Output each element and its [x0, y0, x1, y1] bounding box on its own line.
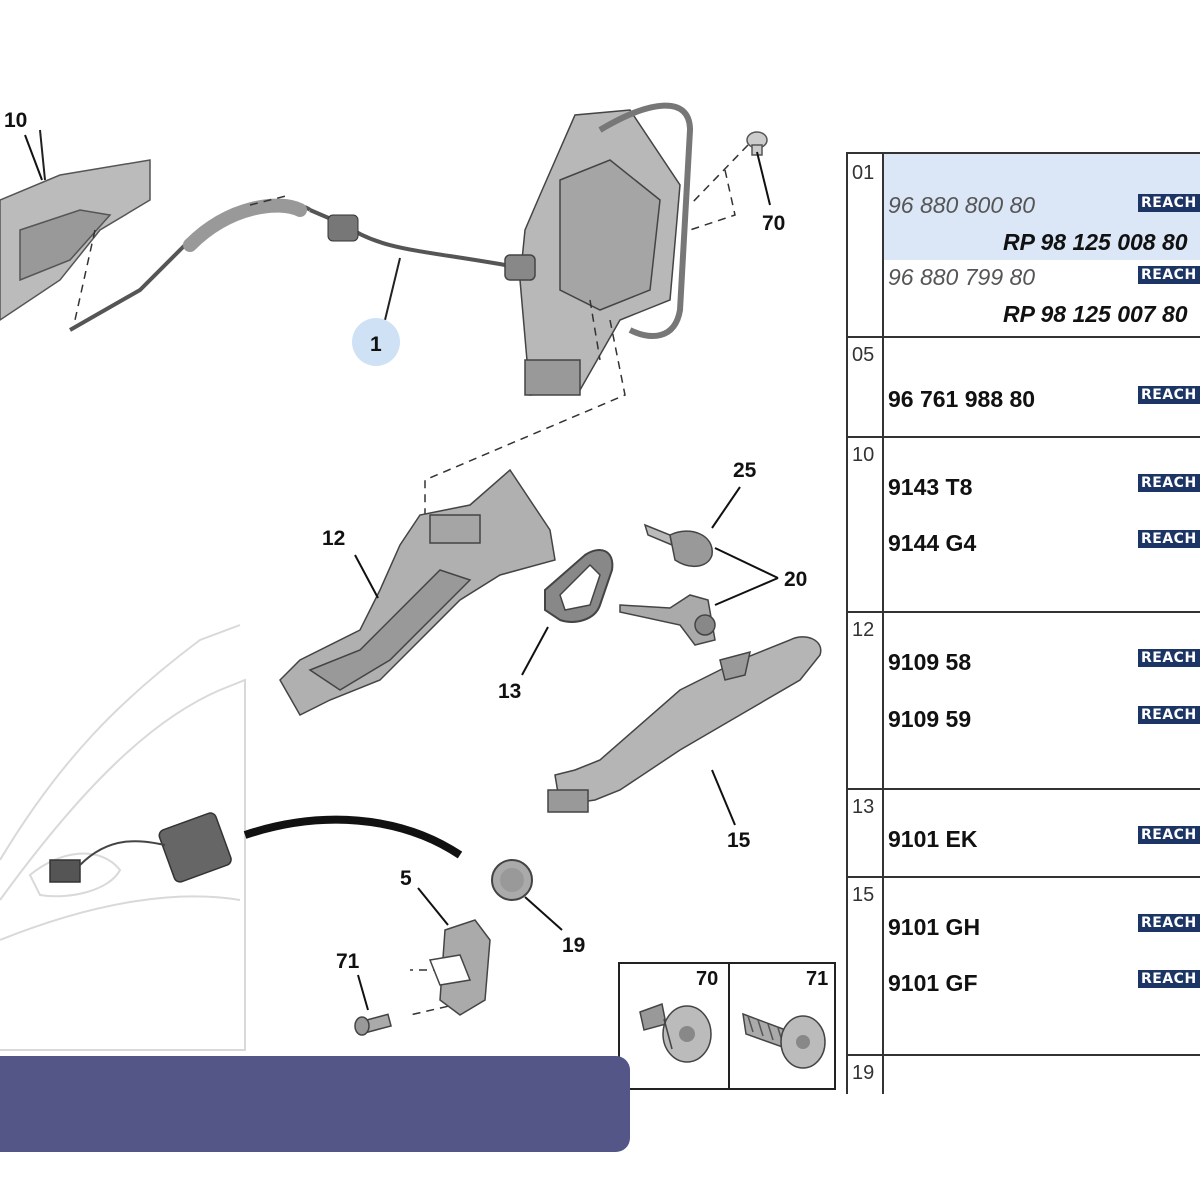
- callout-25: 25: [733, 459, 757, 482]
- reach-badge: REACH: [1138, 530, 1200, 548]
- callout-71: 71: [336, 950, 360, 973]
- row-number: 12: [848, 611, 884, 788]
- part-ref: 96 880 799 80: [888, 264, 1036, 290]
- reach-badge: REACH: [1138, 386, 1200, 404]
- part-ref: 9101 GF: [888, 970, 978, 996]
- part-ref: 9143 T8: [888, 474, 973, 500]
- part-ref: 9109 59: [888, 706, 972, 732]
- row-number: 13: [848, 788, 884, 876]
- part-70-rivet: [746, 131, 768, 156]
- callout-70: 70: [762, 212, 786, 235]
- callout-15: 15: [727, 829, 751, 852]
- inset-label-70: 70: [696, 968, 719, 990]
- leader-19: [524, 896, 563, 931]
- screw-71-illustration: [742, 1012, 826, 1069]
- leaders-20-25: [711, 486, 779, 606]
- reach-badge: REACH: [1138, 194, 1200, 212]
- screws-inset: 70 71: [618, 962, 836, 1090]
- part-20-lock-cylinder: [619, 594, 716, 646]
- callout-19: 19: [562, 934, 586, 957]
- callout-12: 12: [322, 527, 346, 550]
- car-door-outline: [0, 624, 246, 1051]
- part-71-screw: [354, 1013, 392, 1036]
- part-12-handle-support: [279, 468, 556, 716]
- leader-13: [521, 626, 549, 676]
- reach-badge: REACH: [1138, 474, 1200, 492]
- reach-badge: REACH: [1138, 266, 1200, 284]
- part-ref: 96 880 800 80: [888, 192, 1036, 218]
- rivet-70-illustration: [639, 1002, 712, 1063]
- callout-5: 5: [400, 867, 412, 890]
- table-row-15: 15 9101 GH REACH 9101 GF REACH: [848, 876, 1200, 1056]
- part-13-gasket: [544, 549, 614, 623]
- bottom-banner: [0, 1056, 630, 1152]
- part-ref: RP 98 125 007 80: [1003, 301, 1188, 327]
- row-number: 05: [848, 336, 884, 436]
- reach-badge: REACH: [1138, 706, 1200, 724]
- row-number: 15: [848, 876, 884, 1054]
- table-row-13: 13 9101 EK REACH: [848, 788, 1200, 878]
- callout-1: 1: [370, 333, 382, 356]
- part-10-bracket: [0, 129, 151, 321]
- table-row-05: 05 96 761 988 80 REACH: [848, 336, 1200, 438]
- door-lock-on-car: [49, 812, 232, 883]
- row-number: 10: [848, 436, 884, 611]
- part-ref: 9101 EK: [888, 826, 978, 852]
- part-1-cable: [69, 198, 506, 332]
- callout-10: 10: [4, 109, 28, 132]
- part-ref: 9109 58: [888, 649, 972, 675]
- reach-badge: REACH: [1138, 970, 1200, 988]
- door-location-arc: [243, 815, 463, 859]
- inset-divider: [728, 964, 730, 1090]
- leader-70: [756, 151, 771, 206]
- part-25-key: [643, 523, 713, 567]
- leader-5: [417, 887, 449, 926]
- part-19-plug: [491, 859, 533, 901]
- part-1-door-lock: [504, 102, 694, 396]
- part-ref: 9144 G4: [888, 530, 977, 556]
- callout-20: 20: [784, 568, 808, 591]
- leader-10: [24, 134, 43, 181]
- table-row-12: 12 9109 58 REACH 9109 59 REACH: [848, 611, 1200, 790]
- part-ref: 9101 GH: [888, 914, 981, 940]
- parts-reference-table: 01 96 880 800 80 REACH RP 98 125 008 80 …: [846, 152, 1200, 1094]
- callout-1-bubble: [352, 318, 400, 366]
- leader-12: [354, 554, 379, 599]
- inset-label-71: 71: [806, 968, 829, 990]
- callout-13: 13: [498, 680, 522, 703]
- reach-badge: REACH: [1138, 649, 1200, 667]
- part-ref: 96 761 988 80: [888, 386, 1036, 412]
- reach-badge: REACH: [1138, 826, 1200, 844]
- leader-15: [711, 769, 736, 826]
- row-number: 01: [848, 154, 884, 336]
- table-row-01: 01 96 880 800 80 REACH RP 98 125 008 80 …: [848, 154, 1200, 338]
- part-ref: RP 98 125 008 80: [1003, 229, 1188, 255]
- row-number: 19: [848, 1054, 884, 1094]
- leader-71: [357, 974, 369, 1011]
- reach-badge: REACH: [1138, 914, 1200, 932]
- table-row-10: 10 9143 T8 REACH 9144 G4 REACH: [848, 436, 1200, 613]
- part-5-striker: [428, 919, 491, 1016]
- table-row-19: 19: [848, 1054, 1200, 1094]
- part-15-outer-handle: [547, 636, 822, 813]
